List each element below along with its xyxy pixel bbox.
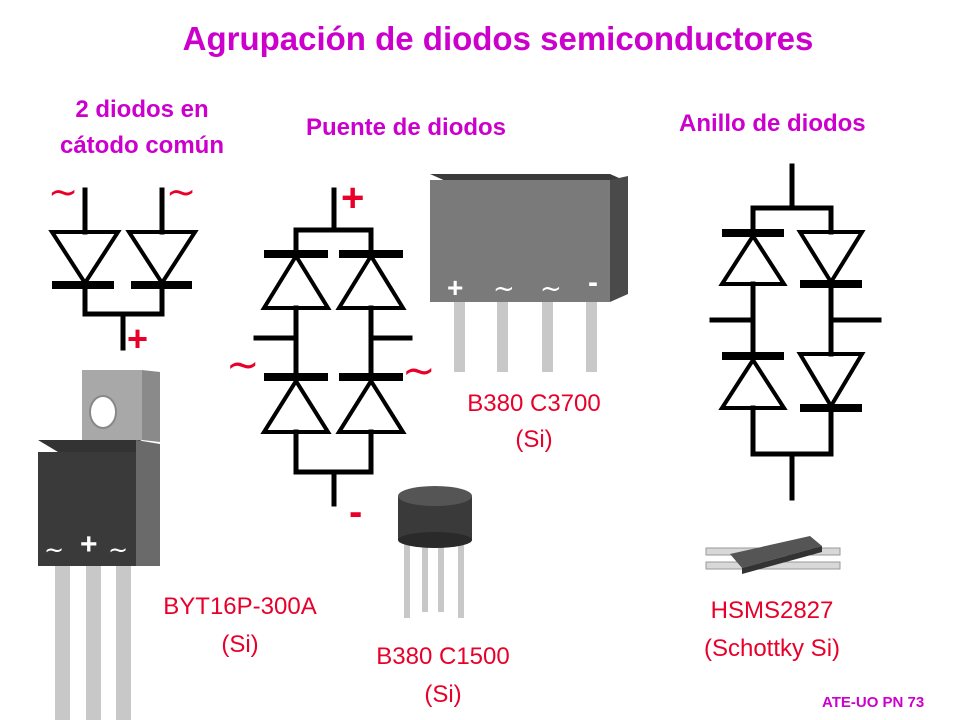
b380c3700-pin-minus: - (588, 266, 598, 299)
hsms2827-package (705, 536, 841, 574)
b380c3700-material: (Si) (515, 426, 553, 453)
ring-bar-top-right (800, 280, 862, 288)
b380c3700-label: B380 C3700 (Si) (430, 386, 638, 458)
ring-diode-bottom-right (796, 352, 866, 410)
bridge-bar-top-left (264, 250, 328, 258)
byt16p-material: (Si) (221, 631, 259, 658)
slide-title: Agrupación de diodos semiconductores (182, 20, 814, 57)
b380c3700-pin-ac1: ~ (493, 274, 515, 304)
bridge-diode-top-right (335, 252, 407, 310)
b380c3700-pin-plus: + (447, 272, 464, 303)
common-cathode-title-line2: cátodo común (59, 132, 224, 159)
ring-bar-bottom-left (722, 352, 784, 360)
bridge-diode-bottom-right (335, 377, 407, 434)
ring-bar-bottom-right (800, 404, 862, 412)
b380c3700-package (430, 174, 628, 372)
ring-diode-bottom-left (718, 356, 788, 410)
ring-title: Anillo de diodos (679, 110, 866, 137)
diode-right (125, 230, 199, 287)
common-cathode-title-line1: 2 diodos en (75, 96, 209, 123)
byt16p-label: BYT16P-300A (Si) (130, 588, 350, 664)
bridge-plus: + (341, 176, 365, 220)
common-cathode-title: 2 diodos en cátodo común (22, 92, 262, 164)
cc-ac-right: ~ (166, 172, 197, 213)
cc-plus: + (127, 318, 149, 359)
byt16p-pin-ac-left: ~ (44, 536, 65, 564)
b380c1500-package (398, 486, 472, 618)
cathode-bar-right (131, 281, 192, 289)
byt16p-part: BYT16P-300A (163, 593, 317, 620)
slide-footer: ATE-UO PN 73 (822, 694, 925, 711)
b380c3700-part: B380 C3700 (467, 390, 601, 417)
byt16p-package (38, 370, 160, 720)
bridge-title: Puente de diodos (306, 114, 507, 141)
cc-ac-left: ~ (48, 172, 79, 213)
ring-diode-top-right (796, 230, 866, 286)
bridge-ac-right: ~ (402, 348, 436, 394)
byt16p-pin-ac-right: ~ (108, 536, 129, 564)
bridge-bar-bottom-left (264, 373, 328, 381)
b380c1500-label: B380 C1500 (Si) (336, 638, 550, 714)
bridge-bar-top-right (339, 250, 403, 258)
common-cathode-schematic (48, 187, 199, 351)
b380c1500-material: (Si) (424, 681, 462, 708)
b380c3700-pin-ac2: ~ (540, 274, 562, 304)
bridge-ac-left: ~ (226, 342, 260, 388)
bridge-diode-bottom-left (260, 377, 332, 434)
ring-schematic (709, 163, 882, 501)
bridge-bar-bottom-right (339, 373, 403, 381)
ring-diode-top-left (718, 232, 788, 286)
ring-bar-top-left (722, 229, 784, 237)
bridge-minus: - (349, 490, 363, 534)
bridge-schematic (253, 187, 413, 507)
b380c1500-part: B380 C1500 (376, 643, 510, 670)
byt16p-pin-plus: + (80, 528, 98, 561)
cathode-bar-left (52, 281, 114, 289)
hsms2827-part: HSMS2827 (710, 597, 834, 624)
diode-left (48, 230, 122, 287)
bridge-diode-top-left (260, 252, 332, 310)
hsms2827-label: HSMS2827 (Schottky Si) (672, 592, 872, 668)
hsms2827-material: (Schottky Si) (703, 635, 841, 662)
